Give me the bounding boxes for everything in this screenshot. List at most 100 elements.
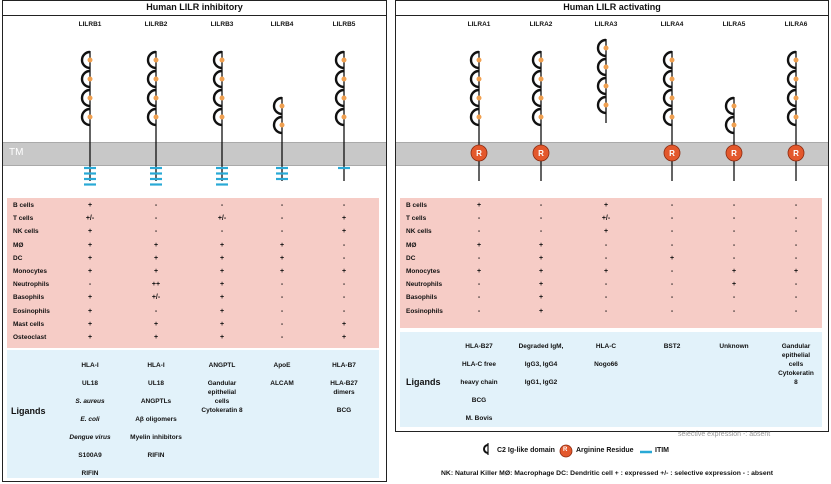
- arginine-symbol: R: [563, 447, 568, 453]
- arginine-icon: [470, 144, 488, 162]
- ligand-text: Dengue virus: [69, 434, 111, 441]
- domain-dot: [153, 57, 159, 63]
- cell-type-label: T cells: [13, 215, 34, 223]
- cell-type-label: Eosinophils: [406, 307, 443, 315]
- c2-domain-icon: [531, 69, 542, 89]
- expression-value: +: [87, 241, 93, 249]
- gene-label: LILRB2: [144, 21, 168, 28]
- expression-value: +: [279, 241, 285, 249]
- expression-value: -: [732, 241, 736, 249]
- expression-value: +: [153, 320, 159, 328]
- expression-value: +: [341, 334, 347, 341]
- expression-value: -: [342, 202, 346, 209]
- expression-value: -: [280, 215, 284, 223]
- c2-domain-icon: [662, 50, 673, 70]
- c2-domain-icon: [531, 50, 542, 70]
- inhibitory-title: Human LILR inhibitory: [146, 2, 243, 12]
- c2-domain-icon: [469, 50, 480, 70]
- gene-label: LILRB1: [78, 21, 102, 28]
- domain-dot: [731, 103, 737, 109]
- domain-dot: [153, 76, 159, 82]
- expression-value: -: [342, 281, 346, 289]
- expression-value: -: [670, 294, 674, 302]
- expression-value: -: [732, 294, 736, 302]
- expression-value: +: [731, 281, 737, 289]
- expression-value: -: [477, 254, 481, 262]
- c2-domain-icon: [596, 95, 607, 115]
- expression-value: +: [476, 268, 482, 275]
- ligand-text: heavy chain: [460, 379, 498, 386]
- c2-domain-icon: [662, 69, 673, 89]
- arginine-icon: [787, 144, 805, 162]
- cell-type-label: Neutrophils: [406, 281, 443, 289]
- ligand-text: HLA-C free: [462, 361, 496, 368]
- ligand-text: HLA-C: [595, 343, 617, 350]
- c2-domain-icon: [146, 107, 157, 127]
- expression-value: +/-: [85, 215, 95, 223]
- cell-type-label: MØ: [13, 241, 24, 249]
- expression-value: -: [670, 228, 674, 236]
- domain-dot: [87, 95, 93, 101]
- c2-domain-icon: [469, 107, 480, 127]
- inhibitory-title-divider: [3, 15, 386, 16]
- expression-value: +: [538, 268, 544, 275]
- c2-domain-icon: [786, 50, 797, 70]
- expression-value: -: [154, 202, 158, 209]
- domain-dot: [87, 57, 93, 63]
- legend-itim-label: ITIM: [655, 447, 669, 454]
- expression-value: +: [153, 241, 159, 249]
- inhibitory-receptors-diagram: [80, 50, 350, 186]
- expression-value: -: [732, 254, 736, 262]
- ligand-text: UL18: [82, 380, 98, 387]
- expression-value: +: [87, 294, 93, 302]
- inhibitory-tm-band: TM: [3, 142, 386, 166]
- gene-label: LILRA5: [722, 21, 746, 28]
- cell-type-label: T cells: [406, 215, 427, 223]
- expression-value: -: [604, 254, 608, 262]
- expression-value: +: [279, 268, 285, 275]
- domain-dot: [603, 45, 609, 51]
- gene-label: LILRB4: [270, 21, 294, 28]
- ligand-text: IgG1, IgG2: [524, 379, 558, 386]
- expression-value: -: [477, 215, 481, 223]
- gene-label: LILRA1: [467, 21, 491, 28]
- gene-label: LILRA3: [594, 21, 618, 28]
- ligand-text: IgG3, IgG4: [524, 361, 558, 368]
- gene-label: LILRB5: [332, 21, 356, 28]
- expression-value: -: [604, 307, 608, 315]
- ligand-text: Gandular epithelial cells Cytokeratin 8: [201, 380, 243, 414]
- expression-value: +: [476, 241, 482, 249]
- gene-label: LILRA4: [660, 21, 684, 28]
- domain-dot: [87, 76, 93, 82]
- c2-domain-icon: [334, 69, 345, 89]
- ligand-text: ALCAM: [270, 380, 294, 387]
- inhibitory-ligands-label: Ligands: [11, 406, 46, 416]
- expression-value: -: [539, 202, 543, 209]
- expression-value: -: [732, 202, 736, 209]
- tm-label: TM: [9, 147, 24, 158]
- expression-value: +: [341, 228, 347, 236]
- receptor-lilrb4: [272, 96, 288, 181]
- expression-value: -: [280, 294, 284, 302]
- activating-title-divider: [396, 15, 828, 16]
- expression-value: -: [794, 215, 798, 223]
- gene-label: LILRA2: [529, 21, 553, 28]
- expression-value: -: [342, 254, 346, 262]
- ligand-text: HLA-B27: [465, 343, 493, 350]
- receptor-lilra3: [596, 38, 609, 123]
- ligand-text: ANGPTL: [208, 362, 236, 369]
- c2-domain-icon: [786, 88, 797, 108]
- expression-value: +: [476, 202, 482, 209]
- c2-domain-icon: [596, 38, 607, 58]
- domain-dot: [669, 114, 675, 120]
- domain-dot: [219, 95, 225, 101]
- c2-domain-icon: [724, 115, 735, 135]
- domain-dot: [538, 114, 544, 120]
- c2-domain-icon: [212, 88, 223, 108]
- expression-value: +: [538, 294, 544, 302]
- domain-dot: [669, 95, 675, 101]
- expression-value: -: [670, 202, 674, 209]
